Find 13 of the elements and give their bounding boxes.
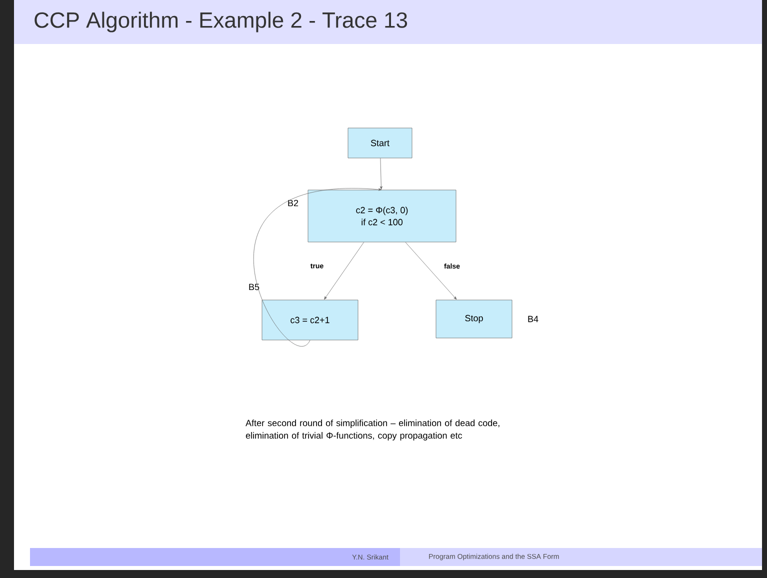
arrow	[380, 158, 382, 190]
arrow	[254, 188, 382, 346]
arrow	[324, 242, 364, 300]
arrow	[405, 242, 457, 300]
block-label: B4	[528, 316, 538, 322]
block-label: B2	[288, 200, 298, 206]
slide-title: CCP Algorithm - Example 2 - Trace 13	[34, 12, 408, 32]
process-box: c3 = c2+1	[262, 300, 358, 340]
block-label: B5	[249, 284, 260, 290]
process-box: Start	[348, 128, 412, 158]
process-box: c2 = Φ(c3, 0) if c2 < 100	[308, 190, 456, 242]
note-text: After second round of simplification – elimination of dead code, elimination of trivial Φ-functions, copy propagation etc	[246, 420, 500, 440]
process-box: Stop	[436, 300, 512, 338]
